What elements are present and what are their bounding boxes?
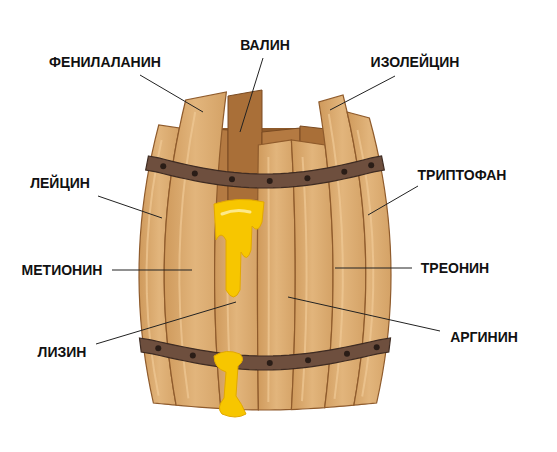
honey-overflow: [214, 199, 264, 297]
rivet: [267, 178, 273, 184]
amino-acid-label: АРГИНИН: [450, 329, 518, 346]
rivet: [341, 169, 347, 175]
rivet: [344, 351, 350, 357]
amino-acid-label: ТРИПТОФАН: [418, 167, 507, 184]
rivet: [192, 171, 198, 177]
rivet: [368, 162, 374, 168]
label-holder: ИЗОЛЕЙЦИН: [371, 54, 460, 71]
rivet: [304, 175, 310, 181]
label-holder: АРГИНИН: [450, 329, 518, 346]
leader-line: [96, 302, 236, 344]
leader-line: [140, 75, 203, 112]
rivet: [155, 345, 161, 351]
leader-line: [368, 186, 418, 215]
label-holder: ВАЛИН: [240, 37, 290, 54]
amino-acid-label: ИЗОЛЕЙЦИН: [371, 54, 460, 71]
amino-acid-label: ТРЕОНИН: [421, 260, 489, 277]
barrel-hoop: [139, 338, 390, 370]
label-holder: ЛИЗИН: [38, 344, 87, 361]
rivet: [160, 163, 166, 169]
leader-line: [335, 268, 412, 269]
leader-line: [330, 76, 395, 110]
label-holder: ТРИПТОФАН: [418, 167, 507, 184]
barrel-hoop: [146, 156, 385, 188]
amino-acid-label: МЕТИОНИН: [22, 262, 103, 279]
leader-line: [98, 196, 162, 218]
wood-grain: [147, 140, 162, 396]
amino-acid-label: ФЕНИЛАЛАНИН: [49, 54, 161, 71]
amino-acid-label: ЛЕЙЦИН: [30, 175, 90, 192]
amino-acid-label: ЛИЗИН: [38, 344, 87, 361]
leader-line: [112, 270, 192, 271]
label-holder: ЛЕЙЦИН: [30, 175, 90, 192]
front-stave: [347, 112, 391, 405]
rivet: [267, 360, 273, 366]
leader-line: [240, 58, 263, 132]
label-holder: ФЕНИЛАЛАНИН: [49, 54, 161, 71]
rivet: [374, 344, 380, 350]
rivet: [229, 176, 235, 182]
honey-drip: [214, 351, 246, 417]
honey-highlight: [222, 210, 250, 214]
leader-line: [288, 297, 440, 331]
rivet: [305, 357, 311, 363]
label-holder: ТРЕОНИН: [421, 260, 489, 277]
amino-acid-label: ВАЛИН: [240, 37, 290, 54]
label-holder: МЕТИОНИН: [22, 262, 103, 279]
rivet: [190, 353, 196, 359]
